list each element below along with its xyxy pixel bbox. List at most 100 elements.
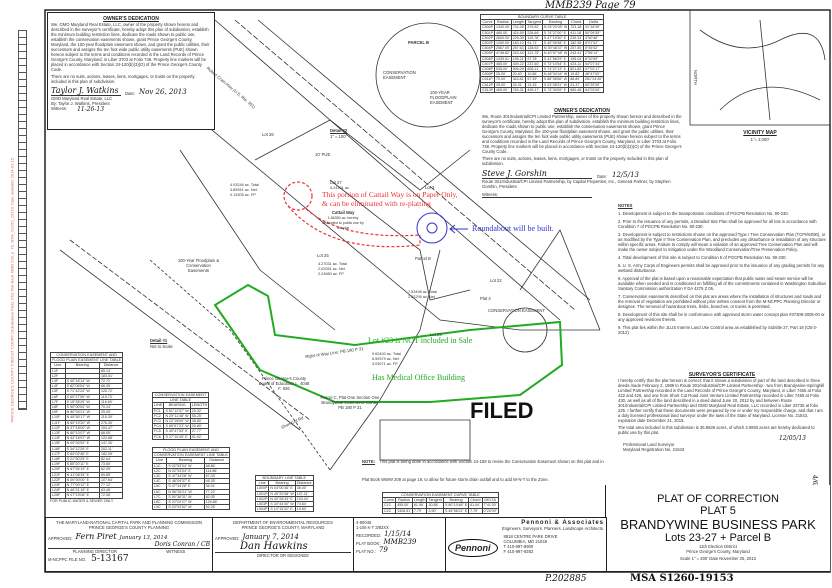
table-cell: L2C: [151, 467, 168, 475]
parcel-c-label: Parcel C, Plat One Section One Brandywin…: [320, 395, 380, 410]
table-cell: L3C: [151, 472, 168, 480]
firm-city: COLUMBIA, MD 21045: [503, 539, 548, 544]
table-cell: 5°45'02": [582, 45, 605, 52]
vicinity-map-scale: 1"= 2,000': [750, 137, 770, 142]
table-cell: 55.25': [189, 412, 210, 420]
table-cell: S 40°05'38" E: [541, 39, 570, 47]
vicinity-roads: [699, 19, 826, 121]
table-cell: L503P: [254, 500, 270, 508]
lot-25-label: Lot 25: [317, 253, 329, 258]
scale-date: Scale 1" = 200' Date November 25, 2013: [680, 556, 756, 561]
table-cell: 439.22': [510, 60, 527, 68]
floodplain-line: [149, 259, 331, 471]
table-cell: 243.41': [568, 50, 584, 57]
table-cell: S 02°53'04" W: [166, 462, 205, 469]
table-cell: S 47°34'28" W: [166, 472, 205, 480]
notes-section: NOTES 1. Development is subject to the t…: [618, 203, 826, 335]
table-cell: S 45°56'21" E: [442, 507, 470, 514]
table-cell: 465.00': [494, 86, 512, 94]
surveyor-registration: Maryland Registration No. 21543: [623, 447, 685, 452]
section-title: OWNER'S DEDICATION: [103, 16, 159, 22]
recorded-date: 1/15/14: [384, 530, 412, 538]
signature-date: 12/5/13: [612, 171, 640, 179]
table-cell: L5C: [151, 483, 168, 490]
signature-date: Nov 26, 2013: [139, 88, 187, 96]
pennoni-block: Pennoni & Associates Engineers. Surveyor…: [445, 517, 607, 572]
firm-fax: F 410-997-9282: [503, 549, 534, 554]
note-text: This plat is being done in accordance wi…: [362, 459, 604, 482]
parcel-b-plat-label: Parcel B: [415, 256, 431, 261]
table-cell: 52.28': [203, 504, 230, 511]
plat-book: MMB239: [383, 538, 417, 546]
column-header: Bearing: [64, 362, 101, 369]
table-cell: S 03°08'31" W: [541, 81, 570, 88]
note-item: 2. Prior to the issuance of any permits,…: [618, 219, 817, 229]
table-cell: 116.69': [99, 398, 124, 406]
table-cell: 1339.51': [494, 55, 512, 62]
table-cell: 50°09'35": [582, 29, 605, 36]
approved-label: APPROVED:: [48, 536, 73, 541]
approval-date: January 13, 2014: [119, 535, 168, 541]
approved-label: APPROVED:: [215, 536, 240, 541]
table-cell: 91.92': [189, 433, 210, 440]
certificate-text: I hereby certify that the plat hereon is…: [618, 378, 825, 423]
column-header: Chord: [468, 497, 483, 504]
table-cell: 70.00': [494, 76, 512, 83]
table-cell: FC2: [151, 412, 165, 420]
table-cell: 243.44': [510, 50, 527, 57]
table-cell: S 15°28'29" W: [64, 398, 101, 406]
red-annotation: This portion of Cattail Way is on Paper …: [322, 190, 458, 208]
case-number: 4-90045: [356, 520, 372, 525]
table-cell: 7.79': [411, 507, 428, 514]
p-number: P.202885: [545, 574, 587, 584]
column-header: Tangent: [426, 497, 444, 504]
table-cell: C503P: [480, 39, 495, 47]
roundabout-marker: [416, 212, 468, 244]
project-name: BRANDYWINE BUSINESS PARK: [620, 517, 816, 532]
table-cell: 343.81': [510, 76, 527, 83]
table-cell: N 00°28'33" E: [268, 495, 296, 503]
table-cell: FC3: [151, 417, 165, 425]
table-cell: 1340.00': [494, 24, 512, 31]
table-cell: C509P: [480, 71, 495, 78]
witness-label: Witness:: [482, 192, 592, 198]
table-cell: N 00°00'52" E: [64, 440, 101, 447]
table-cell: C506P: [480, 55, 495, 62]
table-cell: N 29°11'48" W: [163, 412, 191, 420]
note-title: NOTE:: [362, 459, 376, 464]
note-item: 9. This plat lies within the JLUS Interi…: [618, 325, 818, 335]
table-cell: 7°41'30": [481, 502, 499, 509]
column-header: Line: [151, 457, 168, 464]
table-cell: S 51°12'57" W: [163, 407, 191, 414]
witness-date: 11-26-13: [77, 106, 105, 113]
lots-label: Lots 23-27 + Parcel B: [664, 532, 772, 544]
firm-phone: T 410-997-8900: [503, 544, 534, 549]
table-cell: N 80°04'21" W: [64, 409, 101, 416]
surveyor-title: Professional Land Surveyor: [623, 442, 675, 447]
sheet-border: [44, 9, 831, 573]
table-cell: 183.51': [99, 372, 124, 380]
table-cell: N 39°48'37" W: [541, 45, 570, 52]
blue-annotation: Roundabout will be built.: [472, 224, 554, 233]
column-header: LENGTH: [189, 402, 210, 409]
firm-name: Pennoni & Associates: [521, 520, 604, 526]
